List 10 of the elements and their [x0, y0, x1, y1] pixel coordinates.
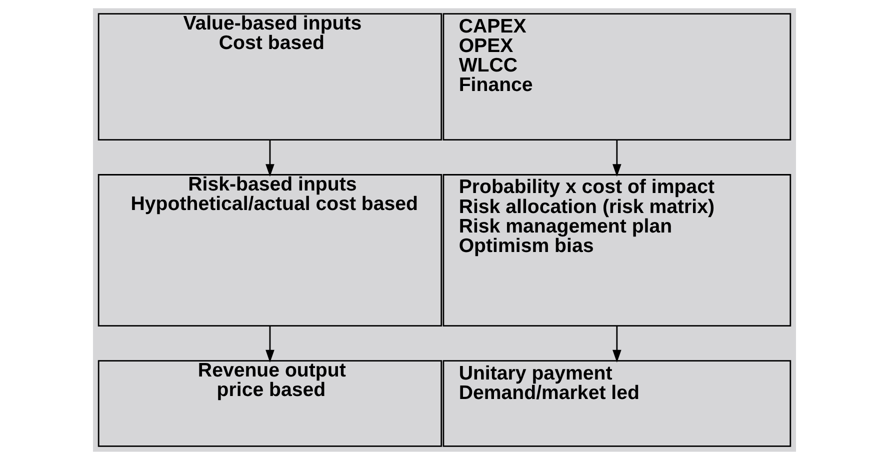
node-box: Revenue output price based — [97, 360, 442, 447]
arrow — [612, 326, 621, 363]
arrow — [612, 140, 621, 177]
node-box: Probability x cost of impact Risk allocation (risk matrix) Risk management plan Optimism bias — [442, 174, 791, 327]
arrow — [265, 140, 274, 177]
node-box: Unitary payment Demand/market led — [442, 360, 791, 447]
arrow — [265, 326, 274, 363]
node-box: Risk-based inputs Hypothetical/actual cost based — [97, 174, 442, 327]
node-box: CAPEX OPEX WLCC Finance — [442, 13, 791, 140]
node-box: Value-based inputs Cost based — [97, 13, 442, 140]
